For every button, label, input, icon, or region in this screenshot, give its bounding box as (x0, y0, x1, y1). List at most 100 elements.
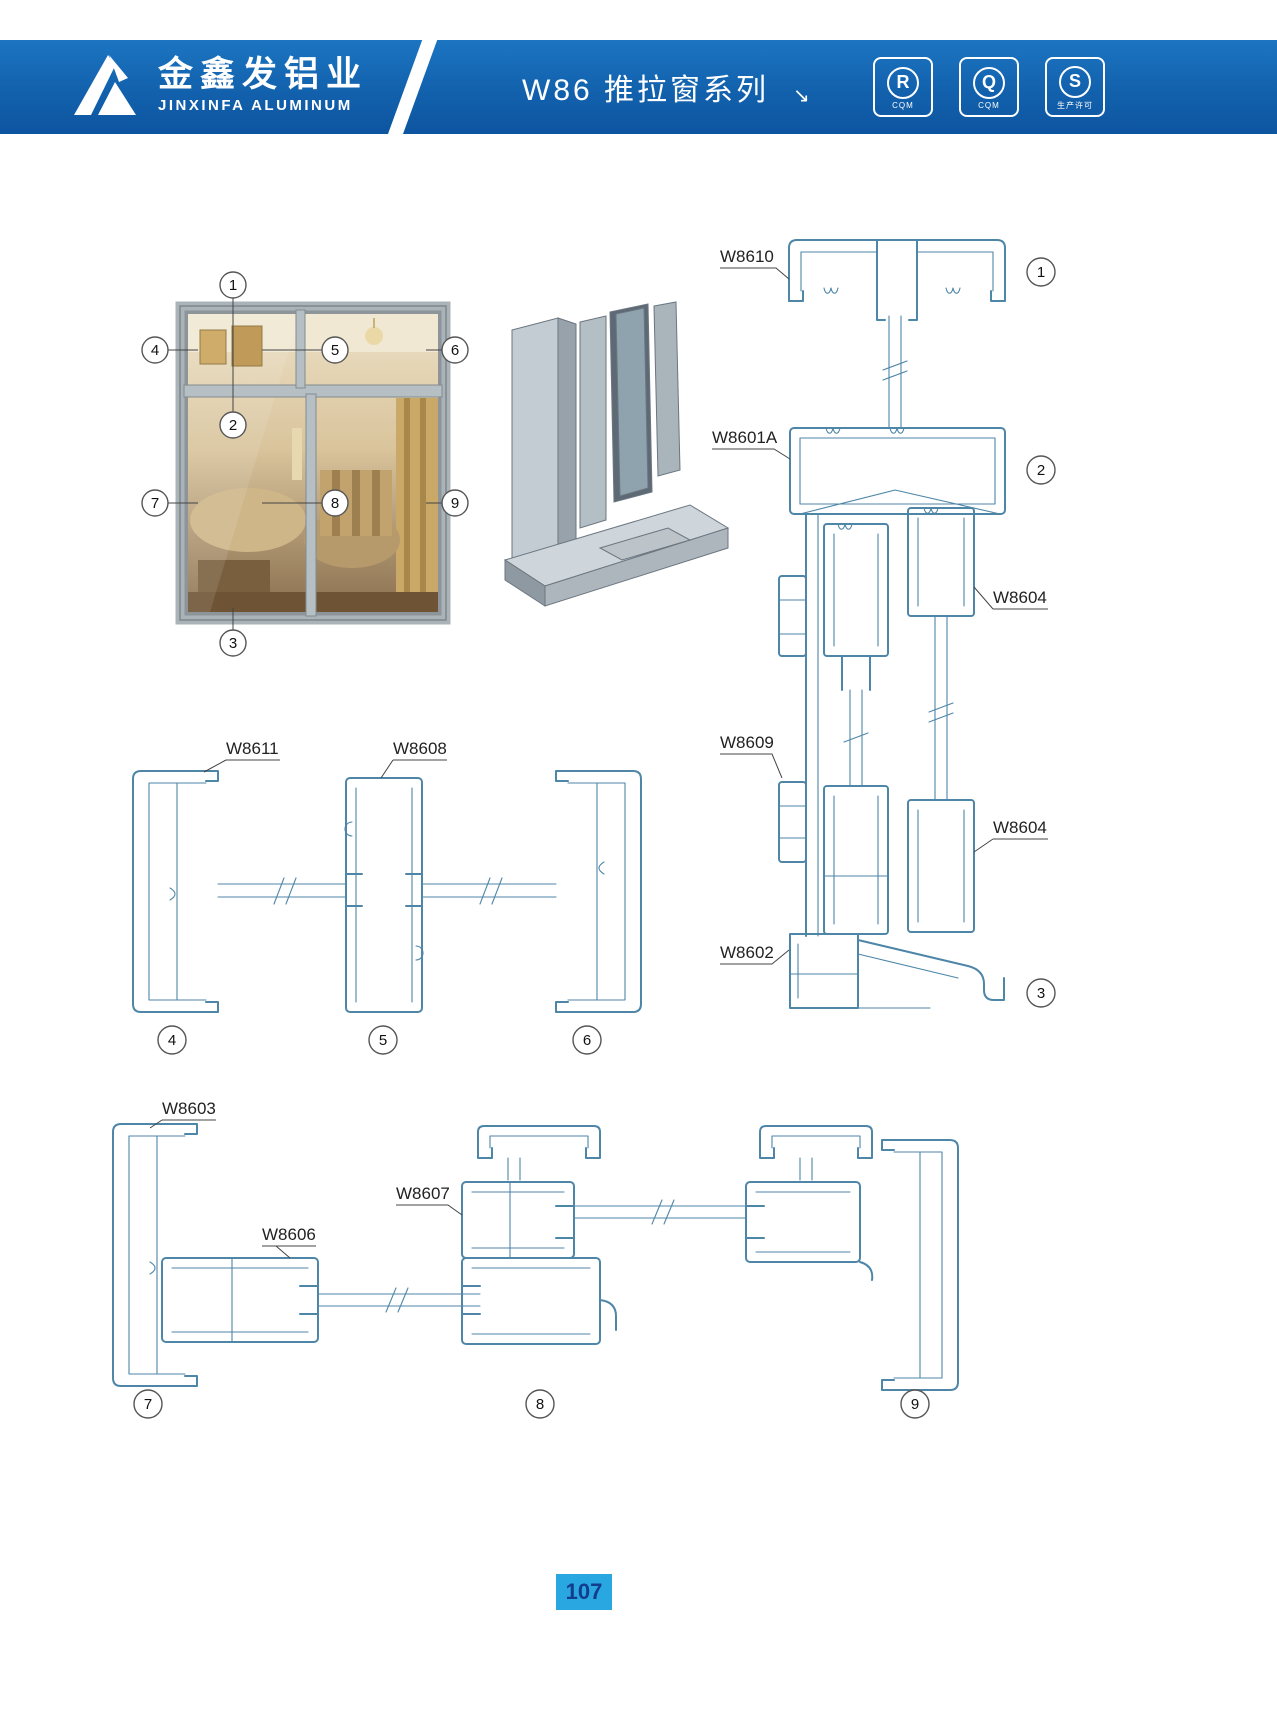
window-callout-4: 4 (141, 336, 169, 364)
profile-w8608 (344, 777, 424, 1013)
window-callout-9: 9 (441, 489, 469, 517)
badge-production-license: S 生产许可 (1045, 57, 1105, 117)
profile-3d-figure (503, 301, 730, 607)
left-track (805, 513, 819, 937)
series-title: W86 推拉窗系列 (522, 74, 770, 107)
bottom-horizontal-section-figure: W8603 W8606 W8607 7 8 9 (112, 1099, 959, 1419)
series-title-block: W86 推拉窗系列 ↘ (522, 65, 810, 109)
badge-cqm-q: Q CQM (959, 57, 1019, 117)
badge-caption: CQM (978, 100, 1000, 110)
profile-label: W8601A (712, 428, 778, 447)
label-w8608: W8608 (380, 739, 447, 779)
label-w8611: W8611 (203, 739, 280, 773)
section-callout-5: 5 (368, 1025, 398, 1055)
label-w8610: W8610 (720, 247, 790, 280)
middle-interlock-track (477, 1125, 601, 1181)
svg-text:4: 4 (168, 1032, 176, 1049)
svg-text:6: 6 (451, 342, 459, 359)
profile-label: W8610 (720, 247, 774, 266)
label-w8603: W8603 (149, 1099, 216, 1129)
profile-label: W8609 (720, 733, 774, 752)
svg-text:6: 6 (583, 1032, 591, 1049)
page-number: 107 (556, 1574, 612, 1610)
section-callout-2: 2 (1026, 455, 1056, 485)
page-header: 金鑫发铝业 JINXINFA ALUMINUM W86 推拉窗系列 ↘ R CQ… (0, 40, 1277, 134)
label-w8601a: W8601A (712, 428, 791, 460)
svg-text:7: 7 (144, 1396, 152, 1413)
down-right-arrow-icon: ↘ (793, 84, 810, 107)
glass-pane (843, 689, 869, 787)
profile-label: W8608 (393, 739, 447, 758)
window-callout-8: 8 (321, 489, 349, 517)
section-callout-4: 4 (157, 1025, 187, 1055)
window-callout-6: 6 (441, 336, 469, 364)
window-callout-3: 3 (219, 629, 247, 657)
window-callout-7: 7 (141, 489, 169, 517)
profile-label: W8604 (993, 588, 1047, 607)
right-jamb-profile (881, 1139, 959, 1391)
window-callout-2: 2 (219, 411, 247, 439)
profile-w8601a (789, 427, 1006, 515)
svg-text:4: 4 (151, 342, 159, 359)
profile-w8603 (112, 1123, 198, 1387)
section-callout-6: 6 (572, 1025, 602, 1055)
svg-text:5: 5 (331, 342, 339, 359)
svg-text:8: 8 (331, 495, 339, 512)
glass-pane (928, 615, 954, 801)
svg-text:2: 2 (1037, 462, 1045, 479)
svg-text:7: 7 (151, 495, 159, 512)
profile-w8604-upper (907, 507, 975, 617)
profile-label: W8604 (993, 818, 1047, 837)
left-clip-upper (778, 575, 807, 657)
glass-pane (882, 315, 908, 429)
section-callout-8: 8 (525, 1389, 555, 1419)
svg-text:1: 1 (229, 277, 237, 294)
label-w8602: W8602 (720, 943, 790, 965)
svg-text:8: 8 (536, 1396, 544, 1413)
profile-w8606 (161, 1257, 319, 1343)
section-callout-1: 1 (1026, 257, 1056, 287)
profile-label: W8611 (226, 739, 279, 758)
middle-sash-upper (823, 523, 889, 691)
label-w8606: W8606 (262, 1225, 316, 1259)
label-w8607: W8607 (396, 1184, 463, 1216)
profile-w8609 (778, 781, 807, 863)
svg-text:5: 5 (379, 1032, 387, 1049)
brand-text: 金鑫发铝业 JINXINFA ALUMINUM (158, 56, 368, 114)
badge-caption: CQM (892, 100, 914, 110)
profile-w8604-lower (907, 799, 975, 933)
section-callout-3: 3 (1026, 978, 1056, 1008)
company-name-en: JINXINFA ALUMINUM (158, 96, 353, 114)
profile-w8607 (461, 1181, 575, 1259)
badge-cqm-r: R CQM (873, 57, 933, 117)
profile-label: W8603 (162, 1099, 216, 1118)
label-w8609: W8609 (720, 733, 783, 779)
profile-w8610 (788, 239, 1006, 321)
badge-symbol: R (887, 66, 919, 99)
svg-text:3: 3 (229, 635, 237, 652)
window-callout-5: 5 (321, 336, 349, 364)
window-photo-figure (175, 301, 451, 625)
profile-label: W8606 (262, 1225, 316, 1244)
profile-w8611 (132, 770, 219, 1013)
middle-sash-lower-piece (461, 1257, 617, 1345)
badge-symbol: S (1059, 65, 1091, 98)
vertical-section-figure: W8610 W8601A W8604 W8609 W8604 W8602 (712, 239, 1056, 1009)
glass-pane (573, 1199, 747, 1225)
badge-caption: 生产许可 (1057, 100, 1093, 110)
profile-label: W8602 (720, 943, 774, 962)
right-interlock-track (759, 1125, 873, 1181)
svg-text:1: 1 (1037, 264, 1045, 281)
glass-pane (421, 877, 557, 905)
glass-pane (217, 877, 347, 905)
svg-text:3: 3 (1037, 985, 1045, 1002)
brand-block: 金鑫发铝业 JINXINFA ALUMINUM (68, 51, 368, 119)
right-frame-profile (555, 770, 642, 1013)
window-callout-lines (168, 298, 442, 630)
company-name-cn: 金鑫发铝业 (158, 55, 369, 95)
label-w8604-lower: W8604 (973, 818, 1048, 853)
glass-pane (317, 1287, 481, 1313)
svg-text:9: 9 (911, 1396, 919, 1413)
